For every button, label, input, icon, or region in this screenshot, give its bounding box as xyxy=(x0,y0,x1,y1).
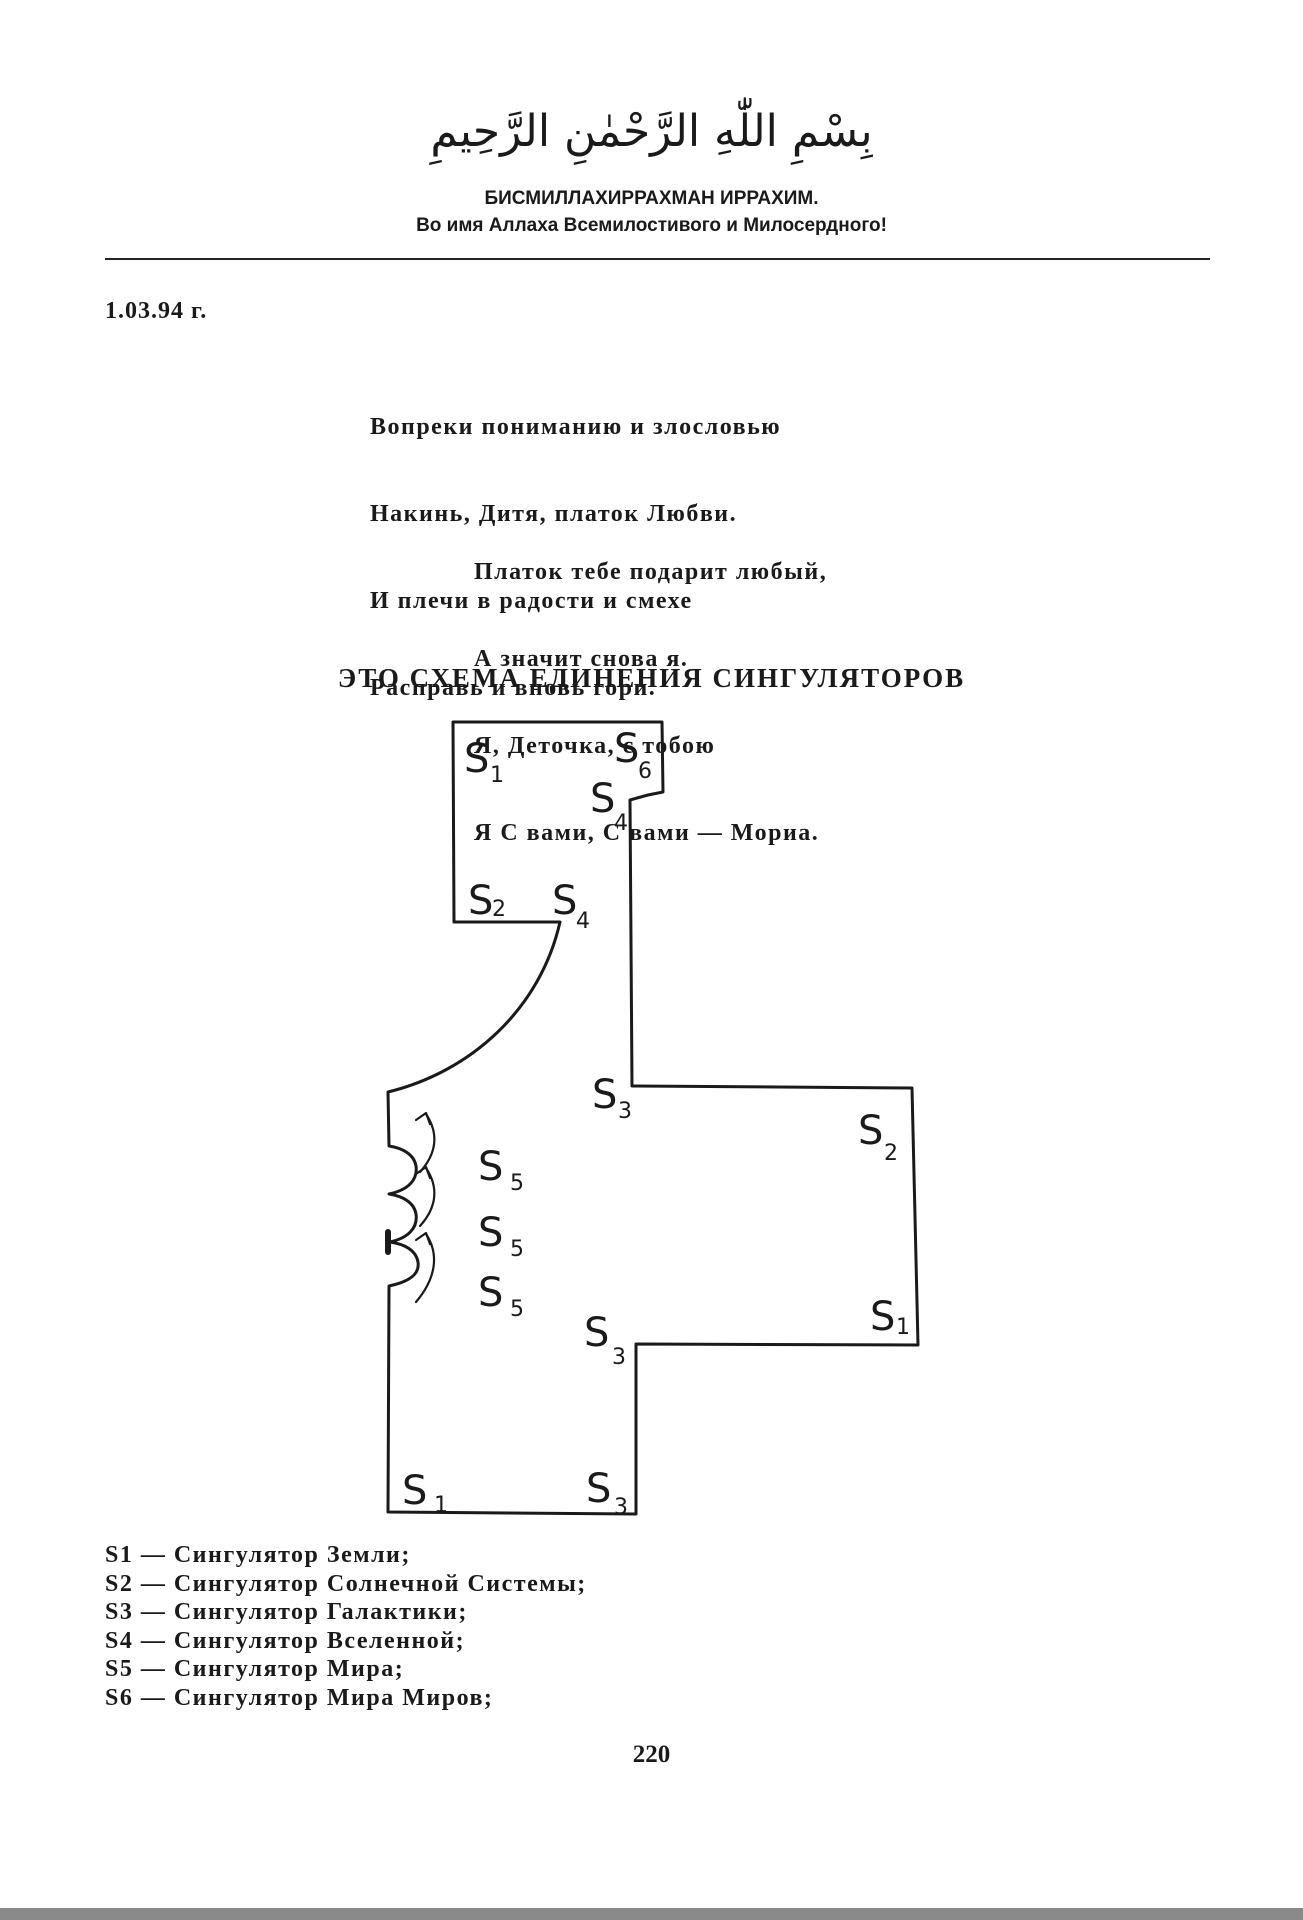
diagram-label-s3-bottom-index: 3 xyxy=(614,1495,628,1520)
curved-arrow-icon xyxy=(418,1112,436,1174)
entry-date: 1.03.94 г. xyxy=(105,298,208,324)
poem-line: Накинь, Дитя, платок Любви. xyxy=(370,501,738,527)
poem-line: Я, Деточка, с тобою xyxy=(474,733,716,759)
legend-item: S6 — Сингулятор Мира Миров; xyxy=(105,1684,494,1711)
diagram-label-s2-left: S xyxy=(468,878,493,924)
header-divider xyxy=(105,258,1210,260)
diagram-label-s5-a: S xyxy=(478,1144,503,1190)
page-number: 220 xyxy=(632,1741,671,1768)
diagram-label-s3-lower: S xyxy=(584,1310,609,1356)
curved-arrow-icon xyxy=(414,1165,432,1180)
diagram-label-s2-right-index: 2 xyxy=(884,1141,898,1166)
diagram-label-s1-bottom-index: 1 xyxy=(434,1493,448,1518)
scheme-title: ЭТО СХЕМА ЕДИНЕНИЯ СИНГУЛЯТОРОВ xyxy=(337,663,966,693)
bismillah-transliteration: БИСМИЛЛАХИРРАХМАН ИРРАХИМ. xyxy=(484,188,819,209)
diagram-label-s5-b-index: 5 xyxy=(510,1237,524,1262)
poem-line: Я С вами, С вами — Мориа. xyxy=(474,820,820,846)
diagram-label-s5-c-index: 5 xyxy=(510,1297,524,1322)
diagram-label-s3-bottom: S xyxy=(586,1466,611,1512)
diagram-label-s5-c: S xyxy=(478,1270,503,1316)
poem-line: Расправь и вновь гори. xyxy=(370,675,657,701)
diagram-outline xyxy=(386,720,920,1516)
diagram-label-s1-right-index: 1 xyxy=(896,1315,910,1340)
bismillah-translation: Во имя Аллаха Всемилостивого и Милосердн… xyxy=(416,215,887,236)
diagram-label-s6-top: S xyxy=(614,726,639,772)
poem-line: А значит снова я. xyxy=(474,646,689,672)
diagram-label-s1-top-index: 1 xyxy=(490,763,504,788)
legend-item: S1 — Сингулятор Земли; xyxy=(105,1542,411,1568)
poem-line: Вопреки пониманию и злословью xyxy=(370,414,782,440)
legend-item: S2 — Сингулятор Солнечной Системы; xyxy=(105,1570,587,1597)
diagram-label-s3-upper: S xyxy=(592,1072,617,1118)
diagram-label-s4-mid: S xyxy=(552,878,577,924)
scan-bottom-edge xyxy=(0,1908,1303,1920)
diagram-label-s3-lower-index: 3 xyxy=(612,1345,626,1370)
curved-arrow-icon xyxy=(414,1231,432,1246)
diagram-label-s1-top: S xyxy=(464,736,489,782)
curved-arrow-icon xyxy=(418,1166,436,1228)
curved-arrow-icon xyxy=(414,1111,432,1126)
diagram-label-s2-right: S xyxy=(858,1108,883,1154)
diagram-label-s6-top-index: 6 xyxy=(638,759,652,784)
singulator-legend: S1 — Сингулятор Земли; S2 — Сингулятор С… xyxy=(105,1541,587,1712)
poem-stanza-2: Платок тебе подарит любый, А значит снов… xyxy=(474,500,827,877)
diagram-label-s5-b: S xyxy=(478,1210,503,1256)
legend-item: S3 — Сингулятор Галактики; xyxy=(105,1599,468,1625)
poem-line: И плечи в радости и смехе xyxy=(370,588,693,614)
legend-item: S5 — Сингулятор Мира; xyxy=(105,1656,405,1682)
diagram-label-s3-upper-index: 3 xyxy=(618,1099,632,1124)
diagram-label-s2-left-index: 2 xyxy=(492,897,506,922)
diagram-label-s5-a-index: 5 xyxy=(510,1171,524,1196)
bismillah-arabic-calligraphy: بِسْمِ اللّٰهِ الرَّحْمٰنِ الرَّحِيمِ xyxy=(430,106,873,157)
diagram-label-s4-top-index: 4 xyxy=(614,811,628,836)
diagram-label-s4-mid-index: 4 xyxy=(576,909,590,934)
diagram-label-s1-right: S xyxy=(870,1294,895,1340)
poem-line: Платок тебе подарит любый, xyxy=(474,559,828,585)
poem-stanza-1: Вопреки пониманию и злословью Накинь, Ди… xyxy=(370,355,781,732)
legend-item: S4 — Сингулятор Вселенной; xyxy=(105,1627,466,1654)
diagram-label-s1-bottom: S xyxy=(402,1468,427,1514)
diagram-label-s4-top: S xyxy=(590,776,615,822)
